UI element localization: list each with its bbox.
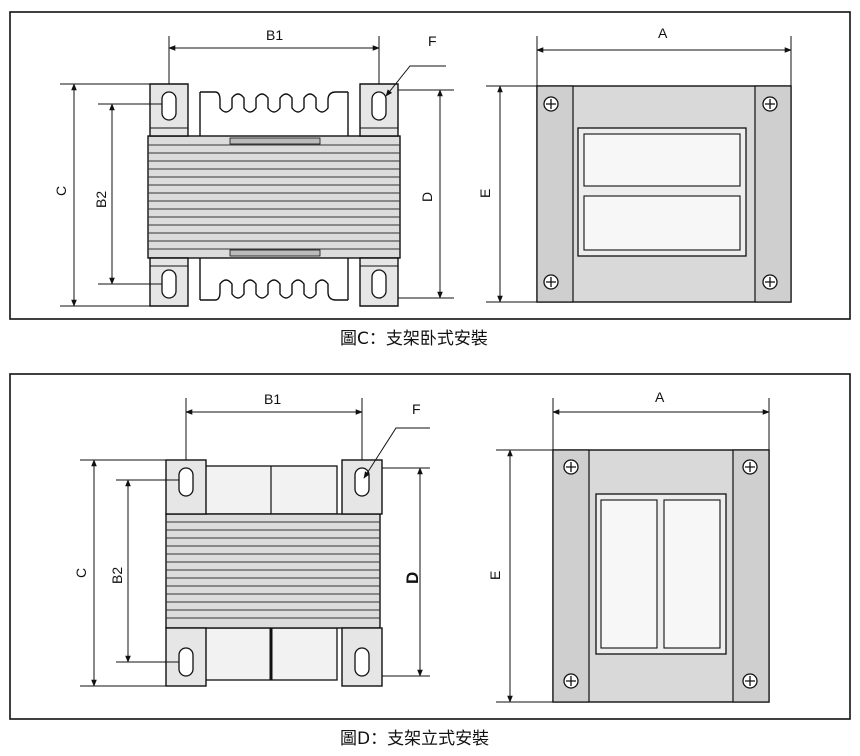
dimension-lines	[60, 36, 454, 307]
label-b2: B2	[93, 191, 109, 208]
core-lamination-stack	[165, 513, 381, 629]
screw-head-icon	[762, 274, 778, 290]
label-e: E	[487, 571, 503, 580]
side-view-left-bar	[552, 449, 590, 703]
side-view-coil-right	[663, 499, 721, 649]
mounting-slot-icon	[371, 269, 387, 299]
label-a: A	[655, 389, 665, 405]
label-a: A	[658, 25, 668, 41]
side-view-coil-left	[600, 499, 658, 649]
right-bracket	[341, 459, 383, 687]
label-e: E	[477, 189, 493, 198]
figure-d: B1 F C B2 D A E	[9, 373, 851, 720]
side-view-coil-bottom	[583, 195, 741, 251]
core-lamination-stack	[147, 135, 401, 259]
label-d: D	[419, 192, 435, 202]
side-view-right-bar	[732, 449, 770, 703]
side-view-coil-top	[583, 133, 741, 187]
core-top-block	[229, 137, 321, 145]
figure-c-caption: 圖C：支架卧式安裝	[340, 329, 488, 349]
mounting-slot-icon	[161, 91, 177, 121]
screw-head-icon	[563, 459, 579, 475]
left-bracket	[149, 83, 189, 307]
figure-d-caption: 圖D：支架立式安裝	[340, 729, 489, 749]
label-c: C	[73, 568, 89, 578]
mounting-slot-icon	[354, 647, 370, 677]
right-bracket	[359, 83, 399, 307]
label-c: C	[53, 186, 69, 196]
mounting-slot-icon	[354, 467, 370, 497]
label-b2: B2	[109, 567, 125, 584]
mounting-slot-icon	[371, 91, 387, 121]
core-bottom-block	[229, 249, 321, 257]
label-b1: B1	[266, 27, 283, 43]
label-d: D	[403, 572, 422, 584]
screw-head-icon	[563, 673, 579, 689]
screw-head-icon	[742, 673, 758, 689]
screw-head-icon	[742, 459, 758, 475]
left-bracket	[165, 459, 207, 687]
figure-d-frame	[9, 373, 851, 720]
lamination-lines	[148, 144, 400, 250]
mounting-slot-icon	[178, 467, 194, 497]
label-b1: B1	[264, 391, 281, 407]
mounting-slot-icon	[178, 647, 194, 677]
screw-head-icon	[543, 274, 559, 290]
side-view-right-bar	[754, 85, 792, 303]
figure-c-frame	[9, 11, 851, 320]
label-f: F	[412, 401, 421, 417]
label-f: F	[428, 33, 437, 49]
side-view-left-bar	[536, 85, 574, 303]
mounting-slot-icon	[161, 269, 177, 299]
screw-head-icon	[543, 96, 559, 112]
lamination-lines	[166, 521, 380, 619]
screw-head-icon	[762, 96, 778, 112]
figure-c: B1 F C B2 D A E	[9, 11, 851, 320]
